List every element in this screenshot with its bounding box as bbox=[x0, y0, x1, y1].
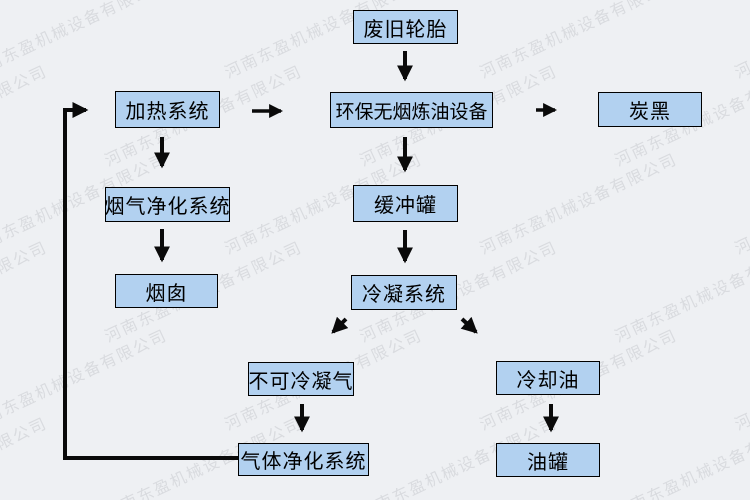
flow-node-label: 冷却油 bbox=[516, 369, 580, 392]
flow-node-label: 烟气净化系统 bbox=[104, 196, 231, 218]
arrow-condensing-to-cooling-oil bbox=[460, 316, 478, 334]
flow-node-refining-equipment: 环保无烟炼油设备 bbox=[330, 92, 493, 128]
flow-node-label: 不可冷凝气 bbox=[248, 370, 354, 393]
flow-node-label: 炭黑 bbox=[629, 101, 671, 123]
flow-node-label: 废旧轮胎 bbox=[363, 18, 448, 41]
flow-node-oil-tank: 油罐 bbox=[496, 443, 600, 477]
flow-node-heating-system: 加热系统 bbox=[115, 91, 220, 128]
arrow-gas-purification-to-heating-loop bbox=[63, 102, 238, 460]
flow-node-label: 环保无烟炼油设备 bbox=[335, 101, 488, 123]
flow-node-label: 烟囱 bbox=[145, 282, 188, 305]
flow-node-label: 油罐 bbox=[527, 451, 569, 474]
flow-node-carbon-black: 炭黑 bbox=[598, 92, 702, 127]
flow-node-label: 加热系统 bbox=[125, 101, 210, 123]
arrow-condensing-to-non-condensable bbox=[331, 316, 349, 334]
flow-node-buffer-tank: 缓冲罐 bbox=[353, 185, 458, 222]
flow-node-flue-gas-purification: 烟气净化系统 bbox=[105, 187, 230, 222]
flow-node-chimney: 烟囱 bbox=[115, 274, 218, 308]
flow-node-label: 冷凝系统 bbox=[362, 284, 446, 306]
flow-node-gas-purification-system: 气体净化系统 bbox=[238, 443, 369, 476]
flow-node-non-condensable-gas: 不可冷凝气 bbox=[248, 362, 354, 396]
flow-node-cooling-oil: 冷却油 bbox=[496, 361, 600, 395]
flow-node-waste-tires: 废旧轮胎 bbox=[353, 10, 458, 44]
flow-node-label: 缓冲罐 bbox=[374, 195, 437, 217]
flow-node-condensing-system: 冷凝系统 bbox=[351, 275, 457, 310]
flow-node-label: 气体净化系统 bbox=[240, 451, 367, 473]
